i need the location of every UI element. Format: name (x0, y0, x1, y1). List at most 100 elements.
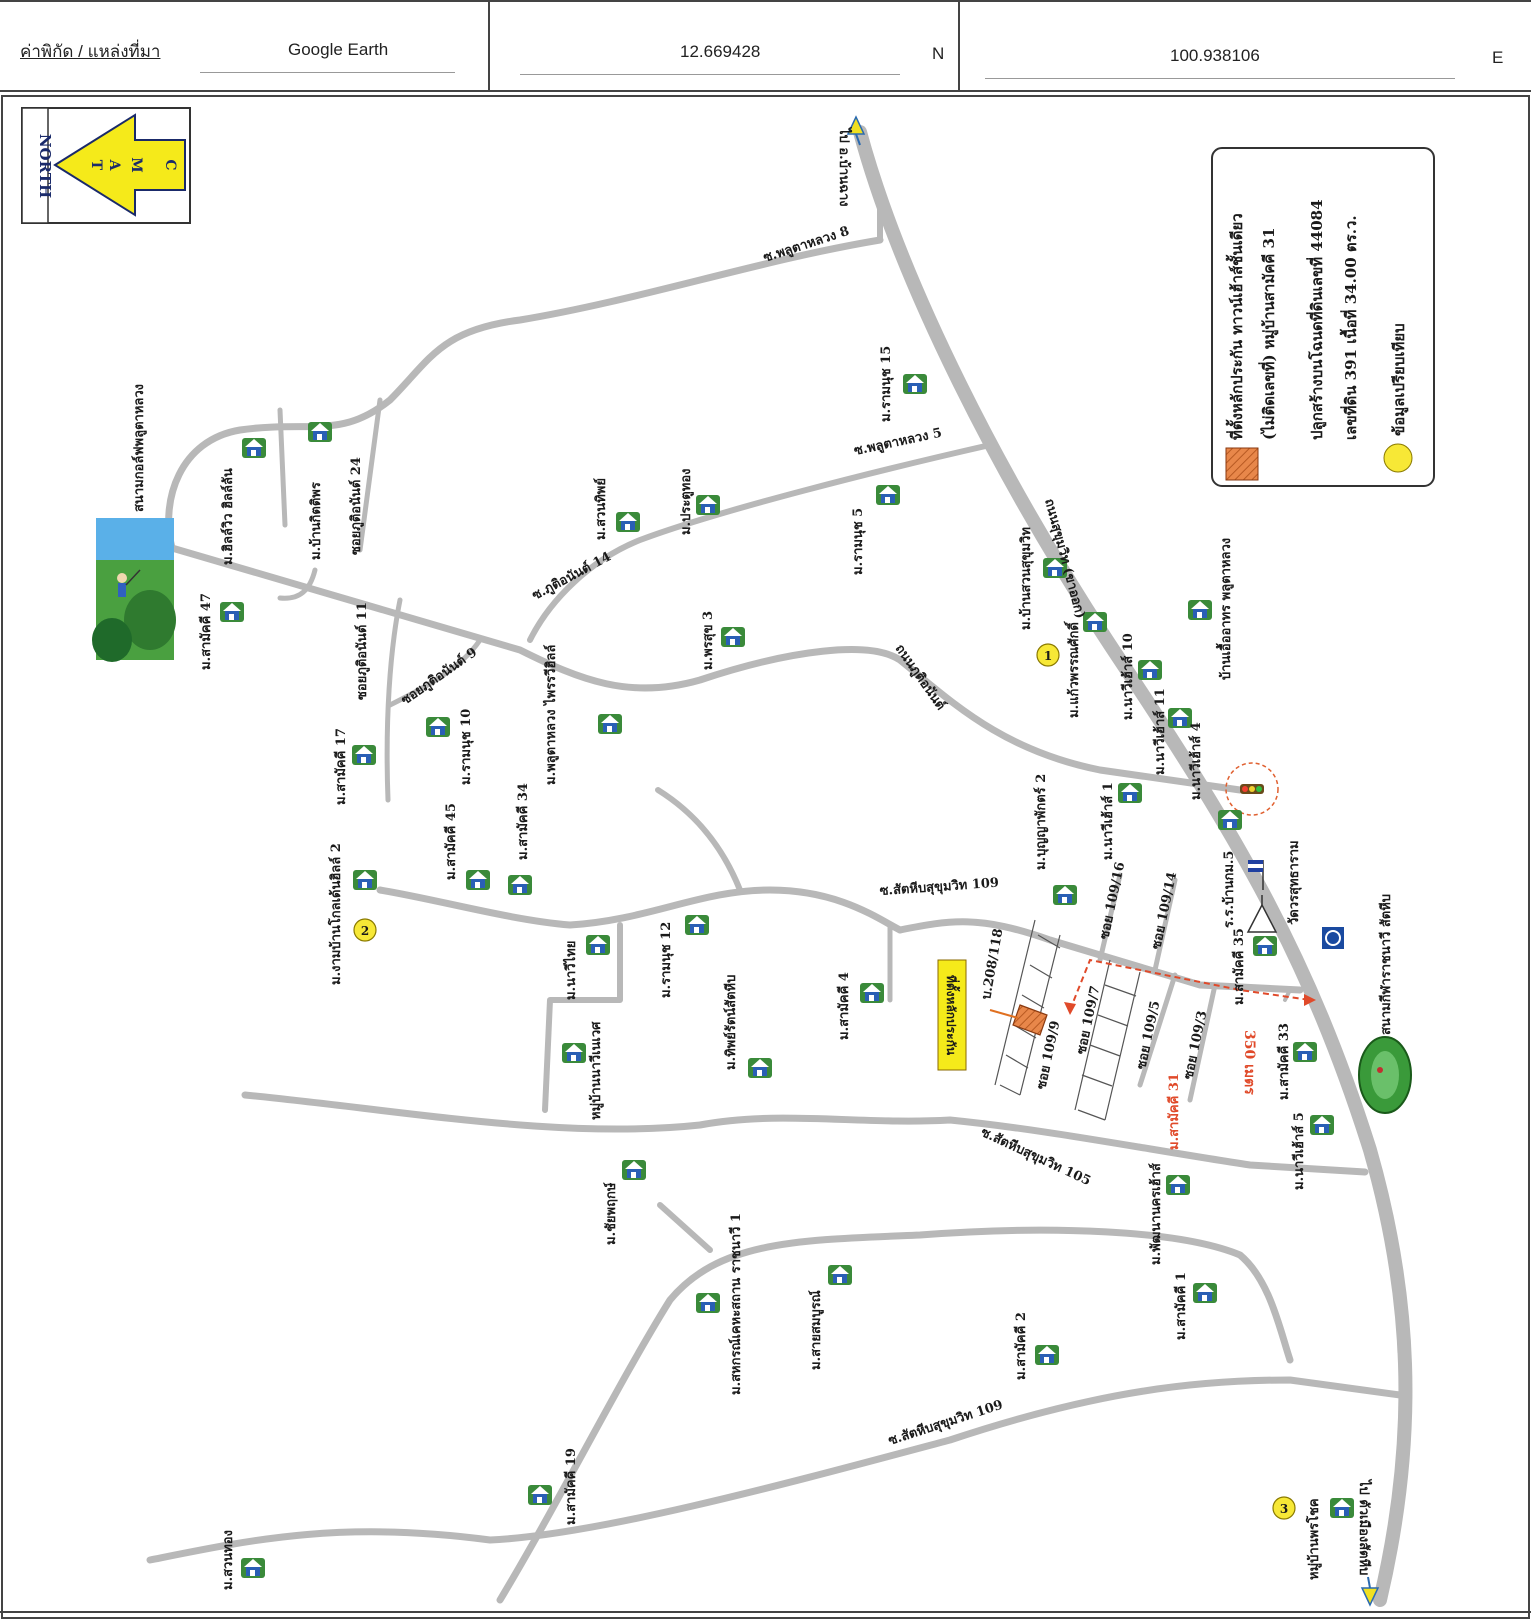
village-icon (1188, 600, 1212, 620)
label-pratu-thong: ม.ประตูทอง (679, 469, 694, 535)
label-chaiyaphruek: ม.ชัยพฤกษ์ (603, 1182, 619, 1245)
village-icon (586, 935, 610, 955)
village-icon (353, 870, 377, 890)
village-icon (466, 870, 490, 890)
distance-arrow-east (1304, 994, 1316, 1006)
soi-109-14 (1152, 877, 1178, 973)
legend-line-4: เลขที่ดิน 391 เนื้อที่ 34.00 ตร.ว. (1339, 215, 1360, 440)
latitude-cell: 12.669428 N (490, 2, 960, 90)
village-icon (308, 422, 332, 442)
north-arrow-icon (53, 113, 186, 217)
svg-text:2: 2 (361, 924, 369, 938)
longitude-direction: E (1492, 48, 1504, 67)
village-icon (616, 512, 640, 532)
temple-icon (1246, 895, 1278, 933)
village-icon (1166, 1175, 1190, 1195)
label-ban-kittisak: ม.บ้านกิตติพร (308, 482, 324, 560)
comparable-marker-2: 2 (353, 918, 377, 942)
soi-24-road (357, 397, 383, 553)
latitude-value: 12.669428 (680, 42, 761, 61)
label-nawee-thai: ม.นาวีไทย (562, 941, 579, 1000)
target-label-box: ที่ตั้งหลักประกัน (937, 959, 967, 1071)
stadium-icon (1358, 1036, 1412, 1114)
village-icon (696, 495, 720, 515)
coordinates-header: ค่าพิกัด / แหล่งที่มา Google Earth 12.66… (0, 0, 1531, 92)
block-right-bottom (1077, 1109, 1106, 1121)
label-nawee-4: ม.นาวีเฮ้าส์ 4 (1188, 722, 1204, 800)
label-phu-tip-14: ซ.ภูติอนันต์ 14 (529, 549, 613, 604)
soi-9-road (387, 637, 483, 708)
label-hill-view: ม.ฮิลล์วิว ฮิลล์ลัน (220, 468, 236, 565)
soi-109-16 (1097, 872, 1123, 963)
village-icon (1293, 1042, 1317, 1062)
comparable-marker-1: 1 (1036, 643, 1060, 667)
label-samakkee-2: ม.สามัคคี 2 (1013, 1312, 1029, 1380)
label-soi-11: ซอยภูติอนันต์ 11 (354, 602, 370, 700)
label-suan-thip: ม.สวนทิพย์ (593, 478, 609, 540)
target-pointer-line (989, 1009, 1019, 1019)
label-ramnut-5: ม.รามนุช 5 (851, 508, 866, 575)
village-icon (903, 374, 927, 394)
collateral-parcel (1012, 1004, 1048, 1036)
legend-marker-swatch (1383, 443, 1413, 473)
village-icon (860, 983, 884, 1003)
village-icon (598, 714, 622, 734)
distance-line (1069, 958, 1311, 1011)
label-ban-ua-arthorn: บ้านเอื้ออาทร พลูตาหลวง (1215, 538, 1234, 680)
label-phutipant: ถนนภูติอนันต์ (892, 641, 949, 713)
label-soi-109-3: ซอย 109/3 (1181, 1010, 1210, 1081)
navy-emblem-icon (1322, 927, 1344, 949)
label-ramnut-15: ม.รามนุช 15 (879, 346, 894, 422)
longitude-value: 100.938106 (1170, 46, 1260, 65)
label-moo-ban-wan: หมู่บ้านนาวีเนเวศ (588, 1021, 604, 1120)
soi-109-3-road (1187, 982, 1218, 1103)
label-samakkee-45: ม.สามัคคี 45 (443, 803, 459, 880)
source-label: ค่าพิกัด / แหล่งที่มา (20, 42, 161, 61)
block-right-units (1081, 984, 1137, 1087)
label-soi-109-5: ซอย 109/5 (1134, 1000, 1163, 1071)
soi-ban-kittisak (277, 407, 288, 528)
nawee-thai-road (542, 922, 623, 1113)
label-wat: วัดวรสุทธาราม (1287, 840, 1302, 925)
village-icon (721, 627, 745, 647)
longitude-cell: 100.938106 E (960, 2, 1531, 90)
north-letter-m: M (128, 157, 144, 173)
school-flag-icon (1248, 860, 1264, 890)
phutipant-road (168, 544, 1244, 794)
sukhumvit-main-road (853, 125, 1413, 1607)
target-label-text: ที่ตั้งหลักประกัน (944, 975, 961, 1056)
legend-line-1: ที่ตั้งหลักประกัน ทาวน์เฮ้าส์ชั้นเดียว (1225, 213, 1246, 440)
traffic-light-icon (1240, 784, 1264, 794)
soi-hill-view (277, 567, 318, 601)
sattahip-109-east (896, 918, 1304, 994)
legend-border (1211, 147, 1435, 487)
label-nawee-5: ม.นาวีเฮ้าส์ 5 (1291, 1112, 1307, 1190)
village-icon (876, 485, 900, 505)
sattahip-109-south (146, 1376, 1404, 1564)
label-nawee-11: ม.นาวีเฮ้าส์ 11 (1152, 688, 1168, 775)
distance-arrow-west (1064, 1002, 1076, 1015)
map-frame (1, 95, 1530, 1619)
label-ngam-ban: ม.งามบ้านโกลเด้นฮิลล์ 2 (327, 843, 344, 985)
longitude-underline (985, 78, 1455, 79)
soi-109-5-road (1137, 972, 1178, 1088)
label-ramnut-10: ม.รามนุช 10 (459, 709, 474, 785)
village-icon (1310, 1115, 1334, 1135)
north-arrow-box: NORTH T A M C (21, 107, 191, 224)
label-soi-24: ซอยภูติอนันต์ 24 (348, 457, 364, 555)
village-icon (508, 875, 532, 895)
junction-circle (1225, 762, 1279, 816)
label-wattana-nakorn: ม.พัฒนานครเฮ้าส์ (1148, 1163, 1164, 1265)
label-nawee-1: ม.นาวีเฮ้าส์ 1 (1100, 782, 1116, 860)
village-icon (748, 1058, 772, 1078)
legend-line-5: ข้อมูลเปรียบเทียบ (1390, 323, 1409, 436)
golf-course-picture (92, 518, 176, 662)
legend-line-2: (ไม่ติดเลขที่) หมู่บ้านสามัคคี 31 (1258, 228, 1279, 440)
label-suan-thong: ม.สวนทอง (221, 1530, 236, 1590)
label-to-banchang: ไป อ.บ้านฉาง (836, 126, 853, 207)
label-samakkee-17: ม.สามัคคี 17 (333, 728, 349, 805)
label-sahakorn: ม.สหกรณ์เคหะสถาน ราชนาวี 1 (728, 1213, 744, 1395)
label-golf-course: สนามกอล์ฟพลูตาหลวง (131, 384, 147, 512)
north-letter-c: C (162, 159, 178, 170)
block-right-outline (1074, 959, 1141, 1121)
